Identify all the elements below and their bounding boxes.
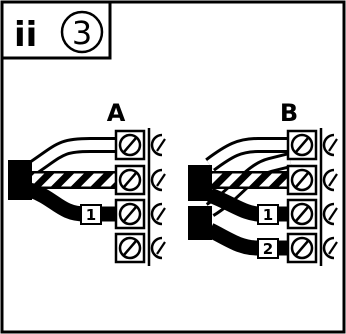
- cable-sheath-b-lower: [188, 206, 212, 240]
- terminal-block-a: [114, 128, 167, 266]
- step-header: ii 3: [0, 0, 112, 60]
- wire-tag-1-a-text: 1: [86, 206, 96, 224]
- wire-tag-2-b-text: 2: [263, 240, 273, 258]
- wire-tag-1-b: [257, 204, 279, 225]
- panel-label-a: A: [107, 99, 126, 127]
- wire-tag-1-b-text: 1: [263, 206, 273, 224]
- cable-sheath-b-upper: [188, 165, 212, 201]
- panel-b: 1 2: [188, 128, 339, 266]
- panel-a: 1: [8, 128, 167, 266]
- wire-tag-1-a: [80, 204, 102, 225]
- terminal-block-b: [286, 128, 339, 266]
- cable-sheath-a: [8, 160, 32, 200]
- wire-tag-2-b: [257, 238, 279, 259]
- step-number: 3: [72, 14, 92, 52]
- step-number-circle: [60, 10, 104, 54]
- step-prefix: ii: [14, 15, 37, 55]
- panel-label-b: B: [280, 99, 298, 127]
